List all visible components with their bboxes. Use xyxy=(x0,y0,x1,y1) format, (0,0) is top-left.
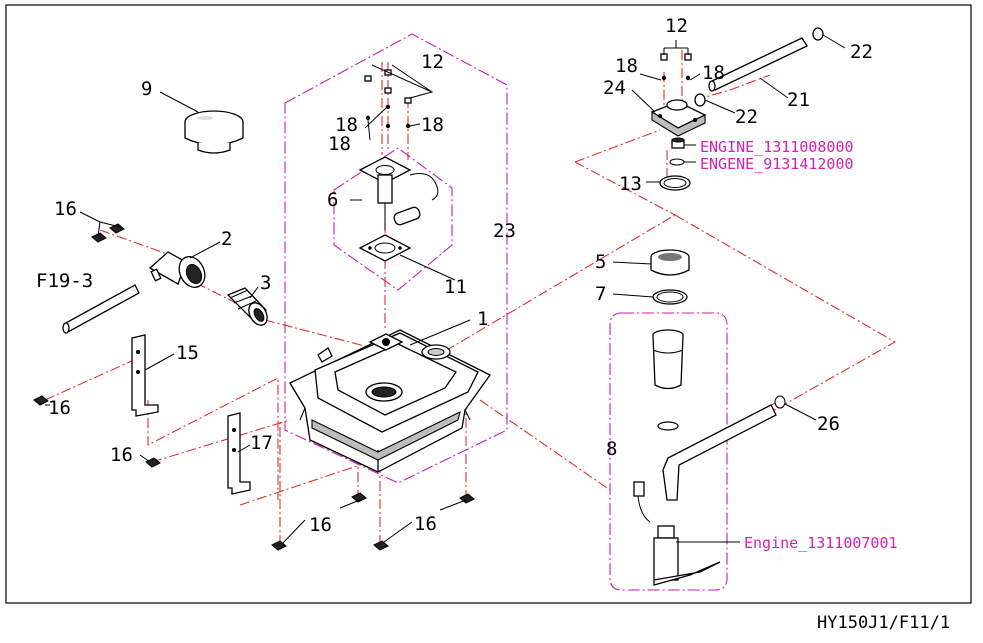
callout-5: 5 xyxy=(595,251,606,273)
callout-16a: 16 xyxy=(54,198,77,220)
callout-26: 26 xyxy=(817,413,840,435)
part-8-fuel-pump xyxy=(633,329,786,586)
callout-22b: 22 xyxy=(735,106,758,128)
group-outline-6 xyxy=(333,147,453,291)
callouts: 9 16 2 3 F19-3 15 16 16 17 16 16 1 11 6 … xyxy=(36,15,873,536)
callout-17: 17 xyxy=(250,432,273,454)
part-15-bracket xyxy=(131,334,159,417)
ref-engine-fuel-gauge: ENGINE_1311008000 xyxy=(700,138,854,156)
part-2-filler-neck xyxy=(148,251,206,289)
callout-16d: 16 xyxy=(309,514,332,536)
part-17-bracket xyxy=(227,412,251,495)
assembly-lines xyxy=(44,50,897,545)
callout-13: 13 xyxy=(619,173,642,195)
callout-2: 2 xyxy=(221,228,232,250)
part-9-fuel-cap xyxy=(184,110,244,154)
callout-12b: 12 xyxy=(665,15,688,37)
callout-1: 1 xyxy=(477,308,488,330)
callout-12a: 12 xyxy=(421,51,444,73)
part-5-lock-nut xyxy=(650,249,690,276)
part-24-screws xyxy=(660,53,692,81)
part-22-hose-clips xyxy=(694,27,824,107)
part-13-oring xyxy=(659,175,691,191)
callout-11: 11 xyxy=(444,276,467,298)
ref-engine-oring: ENGENE_9131412000 xyxy=(700,155,854,173)
group-outline-8 xyxy=(609,312,728,591)
part-21-fuel-hose xyxy=(708,37,808,92)
callout-f19-3: F19-3 xyxy=(36,270,93,292)
callout-15: 15 xyxy=(176,342,199,364)
part-6-fuel-gauge xyxy=(358,156,439,230)
part-3-connector xyxy=(226,287,268,326)
callout-16c: 16 xyxy=(110,444,133,466)
callout-23: 23 xyxy=(493,220,516,242)
ref-engine-pump: Engine_1311007001 xyxy=(744,534,898,552)
callout-18a: 18 xyxy=(335,114,358,136)
part-11-gasket xyxy=(358,234,412,262)
callout-3: 3 xyxy=(260,272,271,294)
part-7-oring xyxy=(652,289,688,305)
leader-lines xyxy=(45,34,846,545)
part-1-fuel-tank xyxy=(289,329,491,473)
callout-24: 24 xyxy=(603,77,626,99)
callout-18d: 18 xyxy=(615,55,638,77)
callout-18e: 18 xyxy=(702,62,725,84)
callout-6: 6 xyxy=(327,189,338,211)
part-24-gauge-unit xyxy=(650,99,707,166)
callout-16b: 16 xyxy=(48,397,71,419)
callout-22a: 22 xyxy=(850,41,873,63)
callout-16e: 16 xyxy=(414,513,437,535)
callout-7: 7 xyxy=(595,283,606,305)
callout-8: 8 xyxy=(606,438,617,460)
part-f19-3-breather-tube xyxy=(62,284,140,334)
callout-18c: 18 xyxy=(421,114,444,136)
callout-21: 21 xyxy=(787,89,810,111)
drawing-number: HY150J1/F11/1 xyxy=(817,613,950,633)
callout-9: 9 xyxy=(141,78,152,100)
group-outline-23 xyxy=(284,33,508,484)
callout-18b: 18 xyxy=(328,133,351,155)
drawing-frame xyxy=(5,4,972,604)
